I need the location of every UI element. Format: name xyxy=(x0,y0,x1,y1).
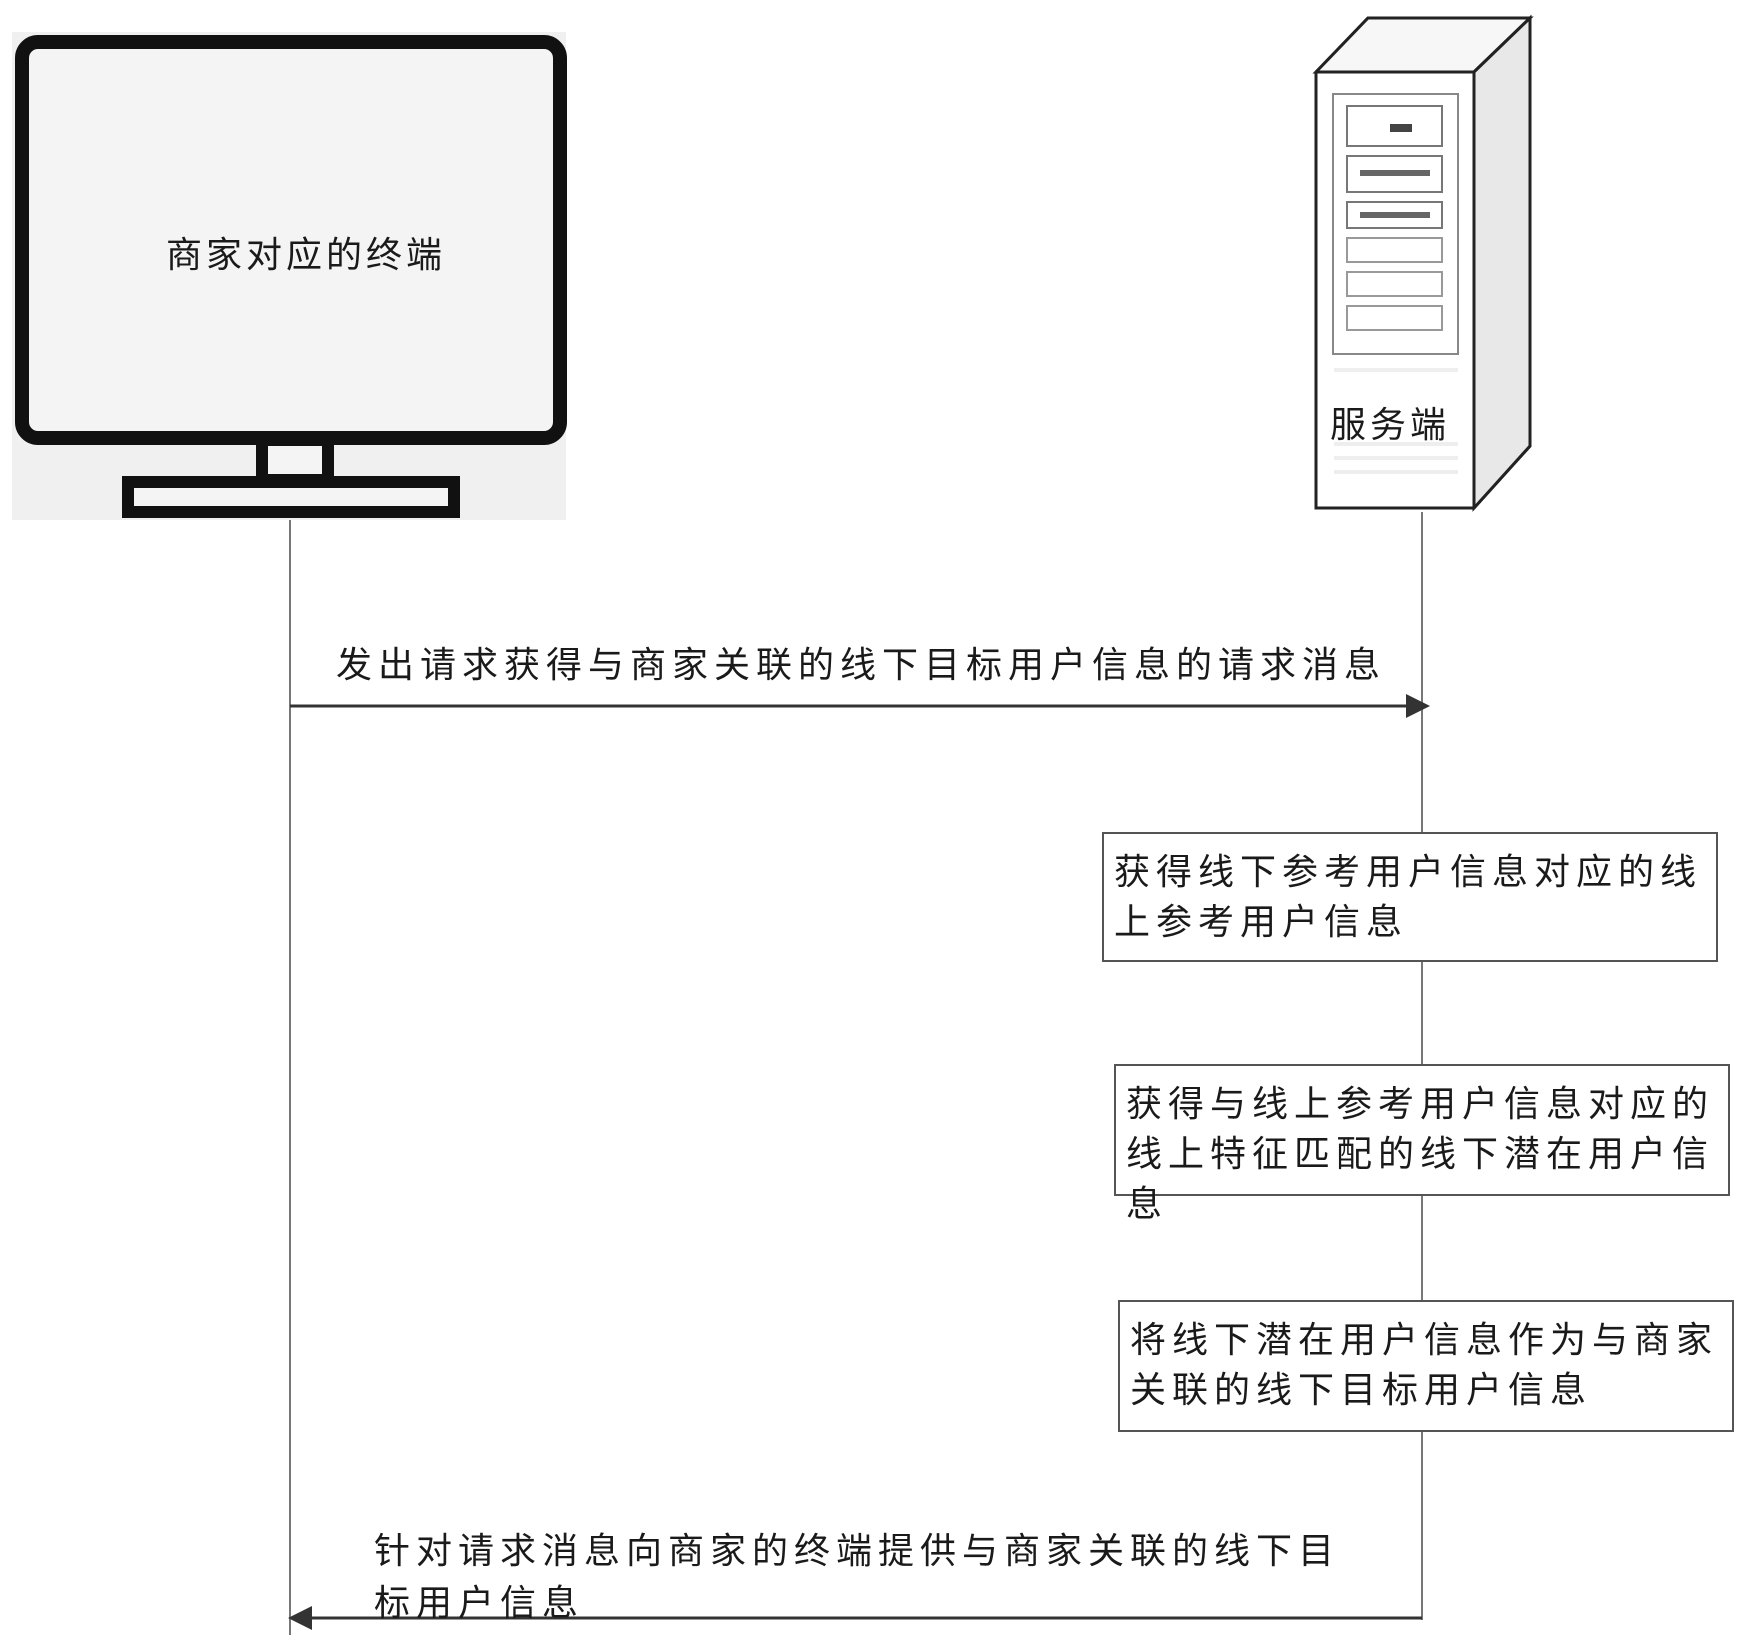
server-label: 服务端 xyxy=(1330,405,1451,446)
response-message-label: 针对请求消息向商家的终端提供与商家关联的线下目标用户信息 xyxy=(374,1531,1341,1624)
step-box: 获得线下参考用户信息对应的线上参考用户信息 xyxy=(1102,832,1718,962)
response-arrow xyxy=(288,1606,1422,1630)
step-text: 将线下潜在用户信息作为与商家关联的线下目标用户信息 xyxy=(1130,1320,1719,1411)
step-box: 将线下潜在用户信息作为与商家关联的线下目标用户信息 xyxy=(1118,1300,1734,1432)
request-arrow xyxy=(290,694,1430,718)
step-text: 获得线下参考用户信息对应的线上参考用户信息 xyxy=(1114,852,1703,943)
server-icon xyxy=(1312,14,1534,512)
terminal-label: 商家对应的终端 xyxy=(166,235,447,276)
step-box: 获得与线上参考用户信息对应的线上特征匹配的线下潜在用户信息 xyxy=(1114,1064,1730,1225)
monitor-icon xyxy=(12,32,567,520)
step-text: 获得与线上参考用户信息对应的线上特征匹配的线下潜在用户信息 xyxy=(1126,1084,1715,1225)
request-message-label: 发出请求获得与商家关联的线下目标用户信息的请求消息 xyxy=(336,645,1387,686)
